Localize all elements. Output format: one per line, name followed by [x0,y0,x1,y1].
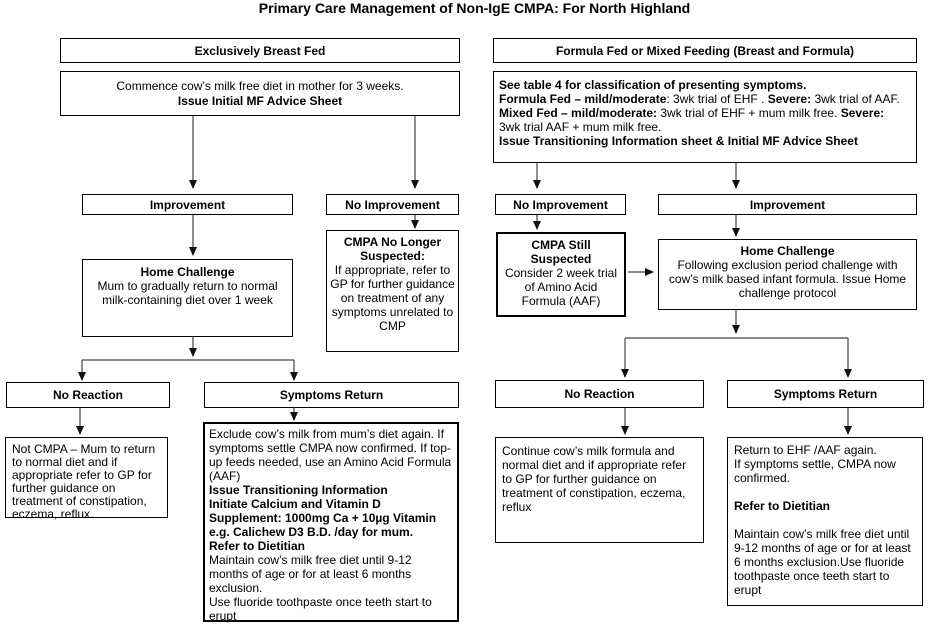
return-to-ehf-box: Return to EHF /AAF again. If symptoms se… [727,437,923,606]
symptoms-return-box-left: Symptoms Return [204,382,459,408]
exclude-b3: Refer to Dietitian [209,539,306,553]
home-challenge-title-right: Home Challenge [740,244,835,258]
cmpa-no-longer-body: If appropriate, refer to GP for further … [330,263,455,333]
exclude-p1: Exclude cow’s milk from mum’s diet again… [209,427,452,483]
exclude-p3: Use fluoride toothpaste once teeth start… [209,595,432,623]
cmpa-no-longer-title: CMPA No Longer Suspected: [343,235,442,263]
not-cmpa-box: Not CMPA – Mum to return to normal diet … [5,437,168,521]
breastfed-header-box: Exclusively Breast Fed [60,38,460,63]
cmpa-still-body: Consider 2 week trial of Amino Acid Form… [504,266,618,308]
home-challenge-box-right: Home Challenge Following exclusion perio… [658,239,917,310]
classification-line-4: 3wk trial AAF + mum milk free. [499,120,662,134]
not-cmpa-body: Not CMPA – Mum to return to normal diet … [12,442,156,521]
classification-box: See table 4 for classification of presen… [493,71,917,163]
exclude-b2: Initiate Calcium and Vitamin D Supplemen… [209,497,437,539]
no-reaction-box-left: No Reaction [6,382,170,408]
cmpa-still-title: CMPA Still Suspected [530,238,592,266]
commence-diet-box: Commence cow’s milk free diet in mother … [60,71,460,116]
return-ehf-p2: If symptoms settle, CMPA now confirmed. [734,457,896,485]
no-improvement-box-right: No Improvement [495,194,626,215]
exclude-milk-box: Exclude cow’s milk from mum’s diet again… [203,422,459,623]
return-ehf-p3: Maintain cow’s milk free diet until 9-12… [734,527,911,597]
classification-line-1: See table 4 for classification of presen… [499,78,807,92]
exclude-p2: Maintain cow’s milk free diet until 9-12… [209,553,412,595]
improvement-box-right: Improvement [658,194,917,215]
cmpa-still-suspected-box: CMPA Still Suspected Consider 2 week tri… [496,232,626,317]
return-ehf-refer-dietitian: Refer to Dietitian [734,499,831,513]
home-challenge-body-left: Mum to gradually return to normal milk-c… [97,279,278,307]
return-ehf-p1: Return to EHF /AAF again. [734,443,877,457]
no-reaction-box-right: No Reaction [495,380,704,408]
cmpa-no-longer-suspected-box: CMPA No Longer Suspected: If appropriate… [326,230,459,352]
classification-line-5: Issue Transitioning Information sheet & … [499,134,858,148]
classification-line-3: Mixed Fed – mild/moderate: 3wk trial of … [499,106,885,120]
home-challenge-box-left: Home Challenge Mum to gradually return t… [82,259,293,337]
formula-fed-header-box: Formula Fed or Mixed Feeding (Breast and… [493,38,917,63]
improvement-box-left: Improvement [82,194,293,215]
classification-line-2: Formula Fed – mild/moderate: 3wk trial o… [499,92,900,106]
home-challenge-title-left: Home Challenge [140,265,235,279]
commence-diet-line2: Issue Initial MF Advice Sheet [177,93,343,108]
symptoms-return-box-right: Symptoms Return [727,380,924,408]
flowchart-title: Primary Care Management of Non-IgE CMPA:… [258,0,691,16]
no-improvement-box-left: No Improvement [326,194,459,215]
exclude-b1: Issue Transitioning Information [209,483,388,497]
home-challenge-body-right: Following exclusion period challenge wit… [668,258,907,300]
commence-diet-line1: Commence cow’s milk free diet in mother … [116,78,404,93]
continue-formula-body: Continue cow’s milk formula and normal d… [502,444,687,514]
continue-formula-box: Continue cow’s milk formula and normal d… [495,437,704,543]
